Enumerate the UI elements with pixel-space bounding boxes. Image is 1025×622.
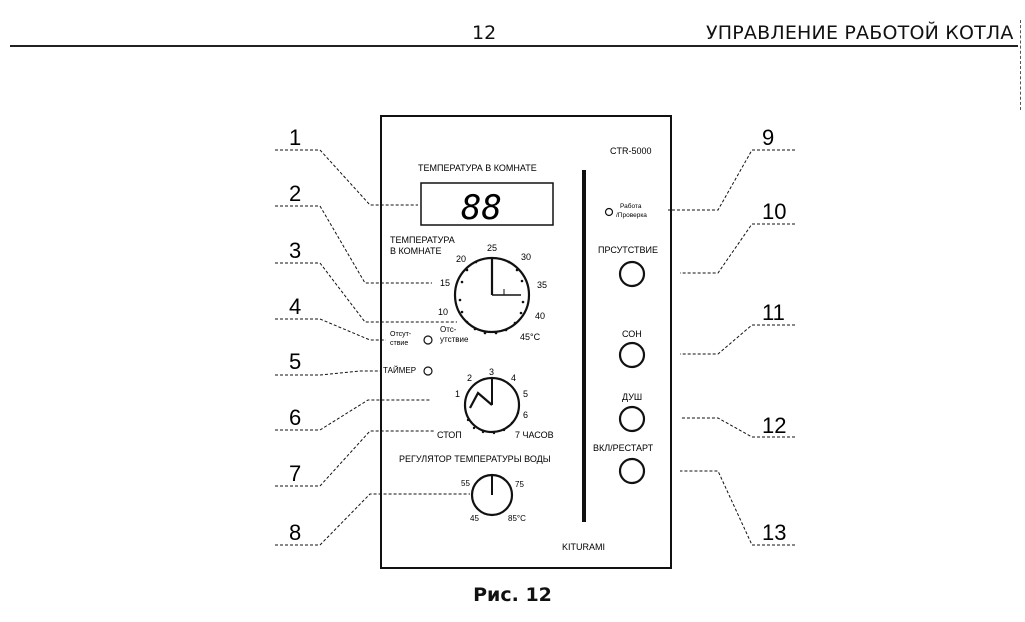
callout-12: 12: [762, 413, 786, 438]
callout-1: 1: [289, 125, 301, 150]
away-mark-line2: утствие: [440, 335, 469, 344]
callout-6: 6: [289, 405, 301, 430]
callout-3: 3: [289, 238, 301, 263]
water-dial-end-label: 85°C: [508, 514, 526, 523]
callout-10: 10: [762, 199, 786, 224]
brand-label: KITURAMI: [562, 542, 605, 552]
water-dial-tick-55: 55: [461, 479, 470, 488]
room-dial-tick-15: 15: [440, 278, 450, 288]
timer-tick-5: 5: [523, 389, 528, 399]
timer-tick-3: 3: [489, 367, 494, 377]
absence-led-label-line2: ствие: [390, 340, 408, 347]
callout-7: 7: [289, 461, 301, 486]
presence-button-label: ПРСУТСТВИЕ: [598, 245, 658, 255]
water-dial-tick-45: 45: [470, 514, 479, 523]
status-led-icon: [604, 207, 614, 217]
callout-5: 5: [289, 349, 301, 374]
callout-9: 9: [762, 125, 774, 150]
callout-2: 2: [289, 181, 301, 206]
status-led-label-line2: /Проверка: [616, 212, 647, 219]
display-value: 88: [461, 188, 502, 228]
sleep-button-label: СОН: [622, 329, 642, 339]
timer-end-label: 7 ЧАСОВ: [515, 430, 554, 440]
margin-rule: [1020, 20, 1022, 110]
leader-lines: [275, 149, 795, 546]
room-dial-tick-40: 40: [535, 311, 545, 321]
room-dial-tick-35: 35: [537, 280, 547, 290]
absence-led-label-line1: Отсут-: [390, 331, 412, 338]
shower-button-label: ДУШ: [622, 392, 642, 402]
room-dial-tick-30: 30: [521, 252, 531, 262]
water-dial-label: РЕГУЛЯТОР ТЕМПЕРАТУРЫ ВОДЫ: [399, 454, 551, 464]
room-dial-label-line2: В КОМНАТЕ: [390, 246, 441, 256]
sleep-button[interactable]: [618, 341, 646, 369]
away-mark-line1: Отс-: [440, 325, 457, 334]
model-label: CTR-5000: [610, 146, 652, 156]
timer-knob[interactable]: [463, 376, 521, 435]
water-temperature-knob[interactable]: [470, 473, 514, 517]
callout-11: 11: [762, 300, 785, 325]
callout-8: 8: [289, 520, 301, 545]
absence-led-icon: [423, 335, 433, 345]
page-number: 12: [472, 22, 497, 44]
presence-button[interactable]: [618, 260, 646, 288]
timer-tick-4: 4: [511, 373, 516, 383]
room-temperature-knob[interactable]: [453, 256, 531, 335]
timer-label: ТАЙМЕР: [383, 366, 416, 375]
header-rule: [10, 45, 1018, 47]
water-dial-tick-75: 75: [515, 480, 524, 489]
shower-button[interactable]: [618, 405, 646, 433]
timer-led-icon: [423, 366, 433, 376]
room-dial-tick-10: 10: [438, 307, 448, 317]
power-restart-button[interactable]: [618, 457, 646, 485]
room-dial-label-line1: ТЕМПЕРАТУРА: [390, 235, 455, 245]
callout-4: 4: [289, 294, 301, 319]
panel-divider: [582, 170, 586, 522]
timer-stop-label: СТОП: [437, 430, 462, 440]
figure-caption: Рис. 12: [473, 584, 552, 606]
room-dial-tick-20: 20: [456, 254, 466, 264]
room-dial-end-label: 45°C: [520, 332, 541, 342]
timer-tick-2: 2: [467, 373, 472, 383]
status-led-label-line1: Работа: [620, 202, 642, 210]
power-restart-button-label: ВКЛ/РЕСТАРТ: [593, 443, 654, 453]
room-dial-tick-25: 25: [487, 243, 497, 253]
callout-13: 13: [762, 520, 786, 545]
timer-tick-6: 6: [523, 410, 528, 420]
timer-tick-1: 1: [455, 389, 460, 399]
display-label: ТЕМПЕРАТУРА В КОМНАТЕ: [418, 163, 537, 173]
room-temperature-display: [420, 182, 554, 226]
page-header-title: УПРАВЛЕНИЕ РАБОТОЙ КОТЛА: [706, 22, 1014, 44]
